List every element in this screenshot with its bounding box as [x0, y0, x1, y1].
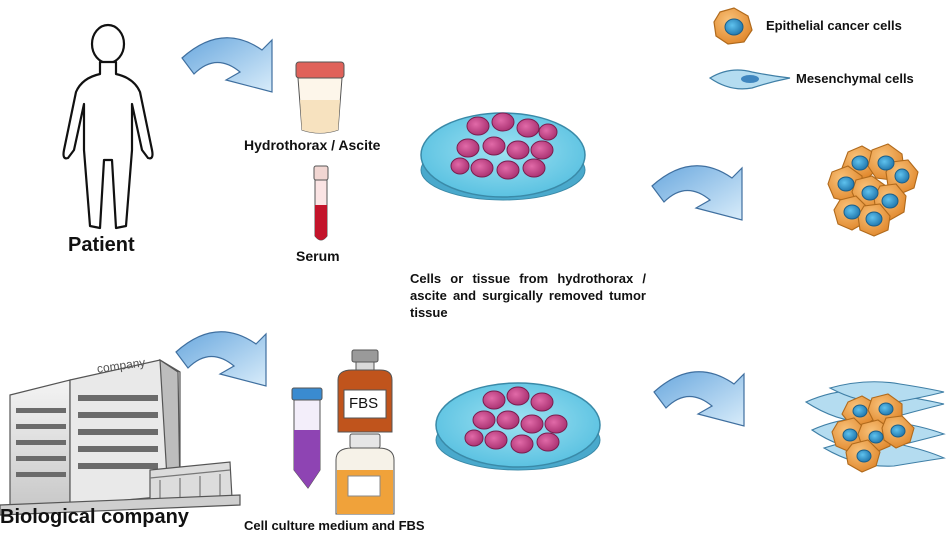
tumor-cells-bottom [464, 386, 568, 454]
fbs-bottle-label: FBS [349, 395, 379, 412]
arrow-company-to-reagents-icon [175, 331, 267, 387]
legend-epithelial-label: Epithelial cancer cells [766, 18, 902, 33]
petri-dish-top [420, 112, 586, 201]
patient-icon [62, 23, 154, 230]
cells-tissue-label: Cells or tissue from hydrothorax / ascit… [410, 271, 646, 320]
fbs-bottle-icon [337, 349, 393, 433]
sample-cup-icon [295, 61, 345, 134]
medium-fbs-label: Cell culture medium and FBS [244, 518, 425, 533]
epithelial-cell-cluster [827, 143, 919, 237]
medium-bottle-icon [335, 433, 395, 515]
epithelial-cell-legend-icon [713, 7, 753, 45]
patient-label: Patient [68, 234, 135, 256]
legend-mesenchymal-label: Mesenchymal cells [796, 71, 914, 86]
petri-dish-bottom [435, 382, 601, 471]
biological-company-label: Biological company [0, 506, 189, 528]
blood-tube-icon [313, 165, 329, 241]
arrow-patient-to-samples-icon [181, 37, 273, 93]
company-building-icon [0, 358, 241, 516]
centrifuge-tube-icon [291, 387, 323, 489]
arrow-dish-to-epithelial-icon [651, 165, 743, 221]
mixed-cell-cluster [804, 381, 946, 473]
serum-label: Serum [296, 248, 340, 264]
mesenchymal-cell-legend-icon [708, 69, 791, 90]
arrow-dish-to-mixed-icon [653, 371, 745, 427]
hydrothorax-label: Hydrothorax / Ascite [244, 137, 381, 153]
tumor-cells-top [450, 112, 558, 180]
